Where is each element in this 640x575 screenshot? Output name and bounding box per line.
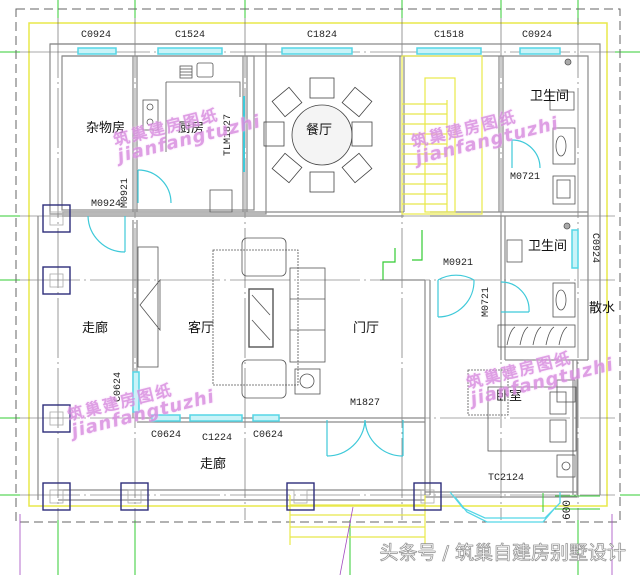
room-bedroom: 卧室 (496, 389, 523, 404)
property-boundary (15, 8, 621, 523)
room-living: 客厅 (188, 321, 215, 336)
columns (42, 204, 442, 511)
window-label-living-br: C0624 (253, 430, 284, 441)
window-label-living-bl: C0624 (151, 430, 182, 441)
footer-credit: 头条号 / 筑巢自建房别墅设计 (379, 542, 626, 565)
bedroom-furniture (467, 324, 577, 478)
room-kitchen: 厨房 (178, 121, 205, 136)
door-label-storage: M0924 (91, 199, 122, 210)
door-label-bath-mid: M0721 (481, 287, 492, 318)
stairs (289, 55, 483, 545)
windows (77, 47, 579, 422)
label-drainage: 散水 (589, 301, 616, 316)
door-label-bath-top: M0721 (510, 172, 541, 183)
door-label-hall: M0921 (443, 258, 474, 269)
room-corridor-bottom: 走廊 (200, 457, 227, 472)
door-label-kitchen: M0921 (120, 178, 131, 209)
window-label-bath-top: C0924 (522, 30, 553, 41)
window-label-stair: C1518 (434, 30, 465, 41)
walls (37, 43, 601, 501)
kitchen-fixtures (142, 62, 241, 213)
room-foyer: 门厅 (353, 321, 380, 336)
window-label-dining: C1824 (307, 30, 338, 41)
dining-table (263, 77, 373, 193)
window-label-living-bm: C1224 (202, 433, 233, 444)
room-bath-top: 卫生间 (530, 89, 570, 104)
living-furniture (137, 237, 326, 399)
window-label-bedroom-bay: TC2124 (488, 473, 525, 484)
door-label-entrance: M1827 (350, 398, 381, 409)
window-label-storage: C0924 (81, 30, 112, 41)
window-label-kitchen: C1524 (175, 30, 206, 41)
room-bath-mid: 卫生间 (528, 239, 568, 254)
room-storage: 杂物房 (86, 121, 126, 136)
dimension-bay-offset: 600 (562, 500, 574, 520)
room-dining: 餐厅 (306, 123, 333, 138)
doors (87, 139, 541, 457)
bay-window (449, 491, 561, 523)
window-label-bath-side: C0924 (589, 233, 600, 264)
room-corridor-left: 走廊 (82, 321, 109, 336)
drainage-outline (28, 22, 608, 507)
